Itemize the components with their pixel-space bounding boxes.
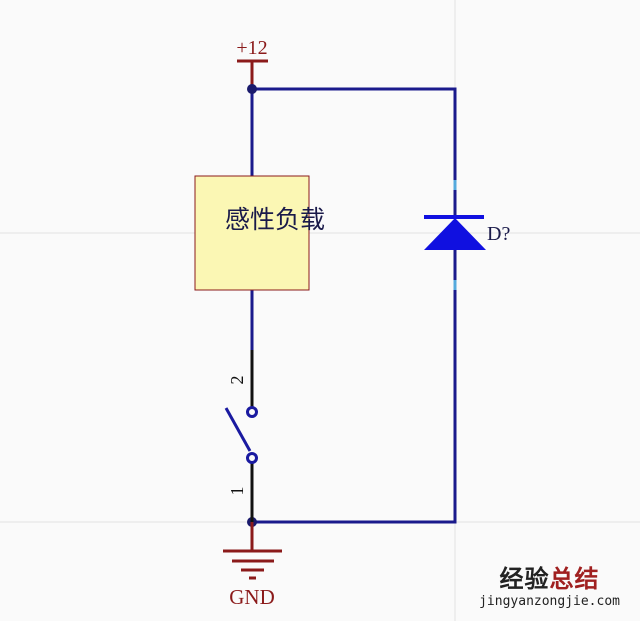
watermark-url: jingyanzongjie.com: [479, 594, 620, 609]
switch-pin-1: 1: [227, 487, 247, 496]
ground-label: GND: [229, 585, 275, 609]
load-label: 感性负载: [225, 205, 325, 234]
watermark-part1: 经验: [499, 565, 550, 593]
wires: [250, 87, 457, 524]
switch-symbol[interactable]: [224, 350, 258, 522]
diode-symbol[interactable]: [424, 180, 486, 290]
power-port: [237, 59, 268, 88]
power-label: +12: [236, 37, 267, 59]
watermark: 经验总结 jingyanzongjie.com: [479, 559, 620, 609]
junction-dot: [247, 84, 257, 94]
ground-symbol: [223, 522, 282, 580]
inductive-load-box[interactable]: [194, 175, 310, 291]
watermark-part2: 总结: [549, 565, 600, 593]
switch-pin-2: 2: [227, 376, 247, 385]
diode-label: D?: [487, 223, 510, 245]
